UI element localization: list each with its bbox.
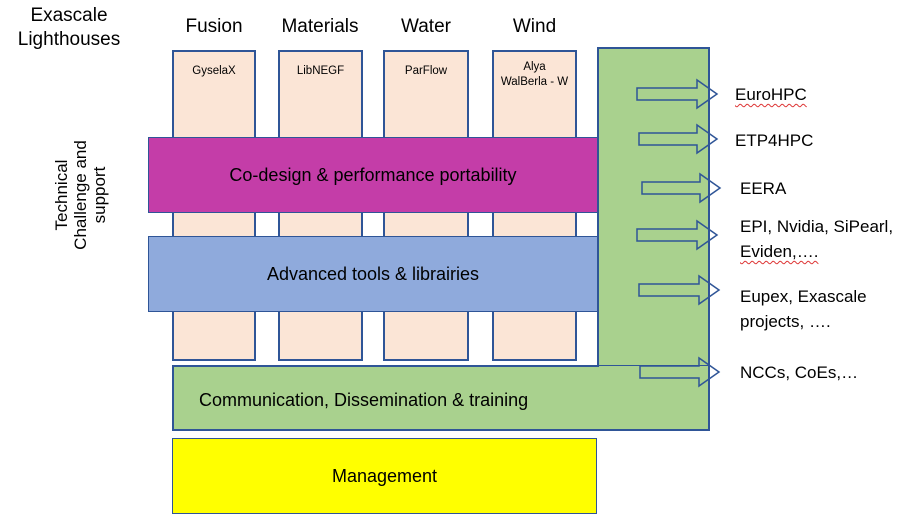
codesign-label: Co-design & performance portability [229, 164, 517, 185]
partner-projects-line-1: Eupex, Exascale [740, 287, 867, 306]
domain-header-fusion: Fusion [185, 16, 243, 37]
communication-join [597, 366, 708, 429]
partner-eurohpc-label: EuroHPC [735, 85, 807, 104]
code-parflow: ParFlow [404, 65, 448, 77]
code-list-wind: Alya WalBerla - W [494, 60, 575, 90]
arrow-icon [636, 78, 719, 110]
arrow-icon [636, 219, 719, 251]
exascale-lighthouses-title: Exascale Lighthouses [4, 4, 134, 52]
code-alya: Alya [523, 61, 546, 73]
arrow-icon [641, 172, 722, 204]
domain-header-wind: Wind [512, 16, 557, 37]
communication-label: Communication, Dissemination & training [199, 389, 529, 410]
advanced-tools-bar: Advanced tools & librairies [148, 236, 598, 312]
communication-inner-corner-line [597, 47, 599, 367]
partner-hardware: EPI, Nvidia, SiPearl, Eviden,…. [740, 214, 893, 264]
arrow-icon [638, 123, 719, 155]
partner-nccs-label: NCCs, CoEs,… [740, 363, 859, 382]
partner-projects-line-2: projects, …. [740, 312, 831, 331]
management-label: Management [331, 465, 438, 486]
arrow-icon [639, 356, 721, 388]
partner-hardware-line-2: Eviden,…. [740, 242, 819, 261]
title-line-2: Lighthouses [17, 29, 121, 50]
partner-projects: Eupex, Exascale projects, …. [740, 284, 867, 334]
domain-header-materials: Materials [281, 16, 359, 37]
partner-hardware-line-1: EPI, Nvidia, SiPearl, [740, 217, 894, 236]
title-line-1: Exascale [30, 5, 108, 26]
partner-nccs: NCCs, CoEs,… [740, 360, 858, 385]
arrow-icon [638, 274, 721, 306]
partner-eurohpc: EuroHPC [735, 82, 807, 107]
code-libnegf: LibNEGF [296, 65, 345, 77]
partner-eera-label: EERA [740, 179, 787, 198]
partner-etp4hpc-label: ETP4HPC [735, 131, 814, 150]
code-walberla: WalBerla - W [500, 76, 569, 88]
management-bar: Management [172, 438, 597, 514]
partner-eera: EERA [740, 176, 786, 201]
code-gyselax: GyselaX [192, 65, 236, 77]
advanced-tools-label: Advanced tools & librairies [266, 263, 480, 284]
codesign-bar: Co-design & performance portability [148, 137, 598, 213]
domain-header-water: Water [401, 16, 451, 37]
partner-etp4hpc: ETP4HPC [735, 128, 813, 153]
